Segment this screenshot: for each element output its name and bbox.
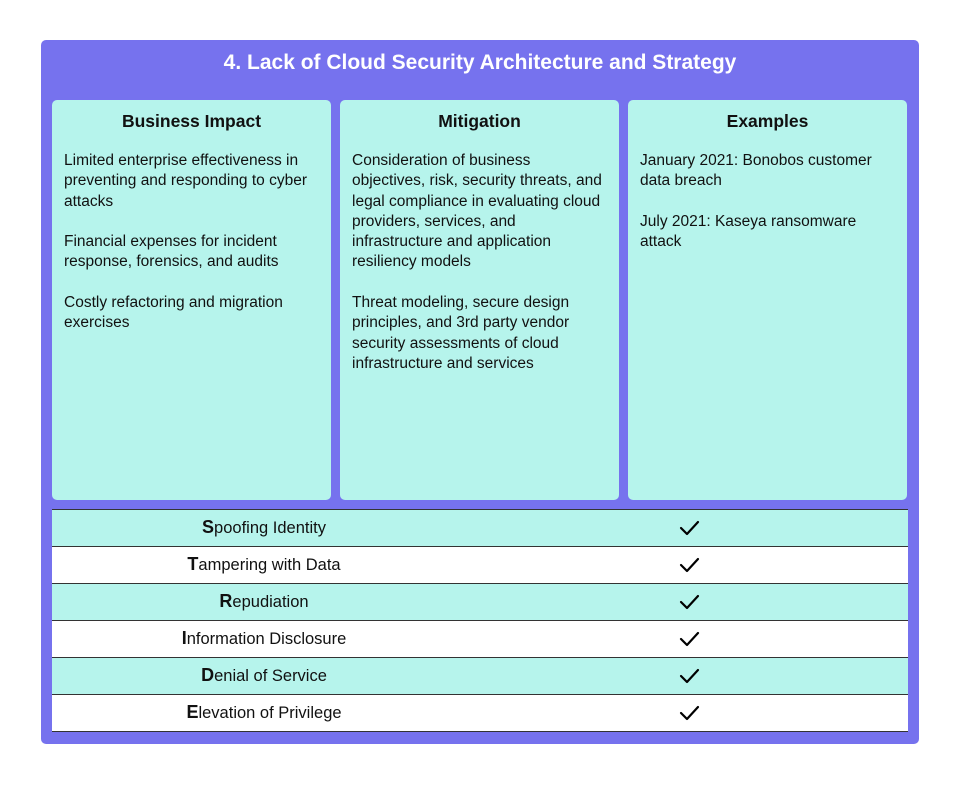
stride-rest: ampering with Data xyxy=(198,556,341,574)
panel-paragraph: Limited enterprise effectiveness in prev… xyxy=(64,152,307,210)
stride-label: Tampering with Data xyxy=(52,547,476,583)
panel-business-impact: Business Impact Limited enterprise effec… xyxy=(52,100,331,500)
stride-initial: R xyxy=(219,591,233,611)
stride-initial: D xyxy=(201,665,215,685)
table-row: Tampering with Data xyxy=(52,546,908,584)
stride-rest: poofing Identity xyxy=(214,519,326,537)
stride-table: Spoofing Identity Tampering with Data Re… xyxy=(52,509,908,732)
checkmark-icon xyxy=(678,666,700,686)
panel-paragraph: Financial expenses for incident response… xyxy=(64,233,279,271)
panel-body: Limited enterprise effectiveness in prev… xyxy=(64,151,319,334)
panel-mitigation: Mitigation Consideration of business obj… xyxy=(340,100,619,500)
stride-rest: epudiation xyxy=(232,593,309,611)
panel-paragraph: Consideration of business objectives, ri… xyxy=(352,152,602,271)
panel-examples: Examples January 2021: Bonobos customer … xyxy=(628,100,907,500)
stride-label: Elevation of Privilege xyxy=(52,695,476,731)
table-row: Information Disclosure xyxy=(52,620,908,658)
stride-rest: enial of Service xyxy=(214,667,327,685)
checkmark-icon xyxy=(678,592,700,612)
checkmark-icon xyxy=(678,629,700,649)
panel-heading: Business Impact xyxy=(121,111,262,131)
panel-paragraph: July 2021: Kaseya ransomware attack xyxy=(640,212,857,251)
table-row: Elevation of Privilege xyxy=(52,694,908,732)
stride-label: Denial of Service xyxy=(52,658,476,694)
stride-initial: E xyxy=(186,702,199,722)
stride-initial: T xyxy=(187,554,199,574)
stride-rest: nformation Disclosure xyxy=(186,630,347,648)
panel-paragraph: January 2021: Bonobos customer data brea… xyxy=(640,152,872,190)
table-row: Repudiation xyxy=(52,583,908,621)
checkmark-icon xyxy=(678,703,700,723)
panel-paragraph: Costly refactoring and migration exercis… xyxy=(64,294,283,332)
checkmark-icon xyxy=(678,555,700,575)
card-frame: 4. Lack of Cloud Security Architecture a… xyxy=(41,40,919,744)
card-title: 4. Lack of Cloud Security Architecture a… xyxy=(223,51,737,74)
panel-heading: Examples xyxy=(726,111,809,131)
stride-rest: levation of Privilege xyxy=(198,704,342,722)
stride-label: Spoofing Identity xyxy=(52,510,476,546)
stride-initial: I xyxy=(181,628,187,648)
stride-initial: S xyxy=(202,517,215,537)
table-row: Spoofing Identity xyxy=(52,509,908,547)
table-row: Denial of Service xyxy=(52,657,908,695)
panel-body: Consideration of business objectives, ri… xyxy=(352,151,607,374)
stride-label: Information Disclosure xyxy=(52,621,476,657)
panel-paragraph: Threat modeling, secure design principle… xyxy=(352,294,570,372)
panel-heading: Mitigation xyxy=(438,111,521,131)
stride-label: Repudiation xyxy=(52,584,476,620)
panel-body: January 2021: Bonobos customer data brea… xyxy=(640,151,895,252)
checkmark-icon xyxy=(678,518,700,538)
